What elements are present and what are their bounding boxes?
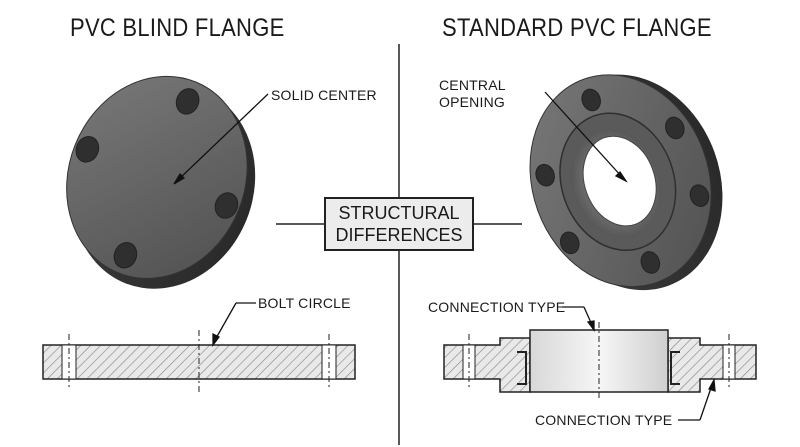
structural-differences-box: STRUCTURAL DIFFERENCES [324,197,474,251]
leader-connection-type-top [562,306,595,332]
blind-section [42,330,356,392]
central-opening-line2: OPENING [439,94,505,110]
standard-bolt-holes [535,88,710,274]
leader-connection-type-bottom [678,377,716,421]
connection-type-top-label: CONNECTION TYPE [428,299,566,315]
standard-flange-3d [529,74,723,291]
standard-flange-title: STANDARD PVC FLANGE [442,14,712,42]
leader-central-opening [544,91,628,183]
structural-differences-line2: DIFFERENCES [335,225,463,245]
standard-section [443,322,757,398]
central-opening-line1: CENTRAL [439,77,506,93]
blind-bolt-holes [75,88,239,269]
blind-flange-title: PVC BLIND FLANGE [70,14,285,42]
connection-type-bottom-label: CONNECTION TYPE [535,412,673,428]
structural-differences-line1: STRUCTURAL [338,203,460,223]
blind-flange-3d [66,75,256,289]
bolt-circle-label: BOLT CIRCLE [258,295,351,311]
central-opening-label: CENTRAL OPENING [439,77,506,111]
solid-center-label: SOLID CENTER [271,87,377,103]
leader-solid-center [173,93,269,185]
leader-bolt-circle [212,302,256,347]
